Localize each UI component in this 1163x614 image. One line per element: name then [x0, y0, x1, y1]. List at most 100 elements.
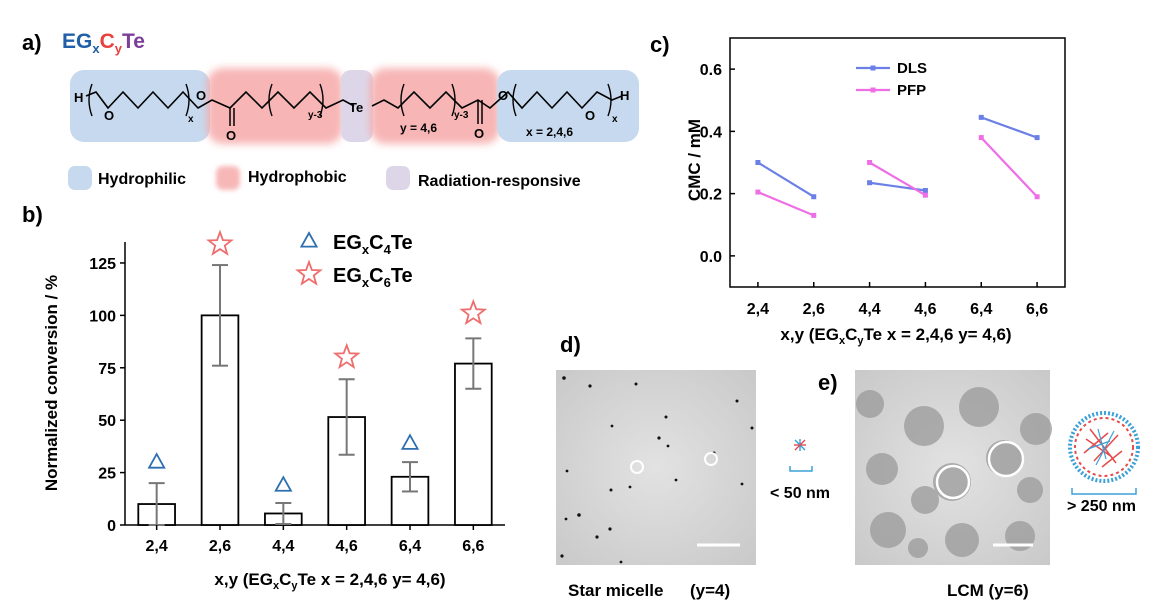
svg-text:y-3: y-3: [308, 110, 323, 121]
b-x-tick-label: 4,6: [336, 538, 358, 555]
data-point: [811, 212, 817, 218]
panel-d-label: d): [560, 332, 581, 357]
c-x-tick-label: 2,6: [803, 301, 825, 318]
data-point: [755, 160, 761, 165]
b-x-tick-label: 4,4: [272, 538, 294, 555]
star-marker: [459, 298, 488, 326]
size-label-large: > 250 nm: [1067, 498, 1136, 515]
highlight-circle: [630, 460, 644, 474]
b-y-tick-label: 0: [107, 518, 116, 535]
b-x-tick-label: 6,4: [399, 538, 421, 555]
data-point: [922, 188, 928, 194]
svg-text:O: O: [226, 128, 236, 143]
c-x-tick-label: 4,4: [858, 301, 880, 318]
title-c: C: [100, 30, 115, 53]
b-x-tick-label: 6,6: [462, 538, 484, 555]
b-y-tick-label: 125: [89, 256, 116, 273]
data-point: [867, 180, 873, 186]
series-line-pfp: [757, 191, 815, 217]
series-line-pfp: [869, 161, 926, 197]
c-plot-frame: [729, 37, 1066, 288]
b-y-tick-label: 75: [98, 361, 116, 378]
b-y-tick-label: 50: [98, 413, 116, 430]
svg-text:x: x: [612, 114, 618, 125]
c-y-tick-label: 0.2: [700, 187, 722, 204]
panel-a-label: a): [22, 30, 42, 55]
size-bracket: [1071, 488, 1137, 495]
svg-text:H: H: [74, 90, 83, 105]
svg-text:O: O: [196, 88, 206, 103]
legend-marker: [870, 87, 876, 93]
c-y-axis-label: CMC / mM: [685, 119, 704, 201]
svg-text:O: O: [474, 126, 484, 141]
panel-c: c) CMC / mM x,y (EGxCyTe x = 2,4,6 y= 4,…: [650, 32, 1066, 347]
series-line-dls: [980, 116, 1038, 139]
svg-text:y-3: y-3: [454, 110, 469, 121]
legend-hydrophobic-label: Hydrophobic: [248, 169, 347, 186]
data-point: [978, 114, 984, 120]
svg-text:O: O: [104, 108, 114, 123]
caption-lcm: LCM (y=6): [947, 581, 1029, 600]
svg-text:H: H: [620, 88, 629, 103]
panel-b: b) Normalized conversion / % x,y (EGxCyT…: [22, 202, 505, 592]
legend-hydrophobic-swatch: [216, 166, 240, 190]
legend-star-symbol: [295, 259, 323, 286]
legend-hydrophilic-label: Hydrophilic: [98, 171, 186, 188]
legend-label: PFP: [897, 82, 926, 99]
c-x-axis-label: x,y (EGxCyTe x = 2,4,6 y= 4,6): [780, 325, 1011, 347]
highlight-circle: [704, 452, 718, 466]
size-bracket: [789, 466, 813, 472]
svg-text:x = 2,4,6: x = 2,4,6: [526, 125, 573, 139]
triangle-marker: [274, 475, 293, 492]
region-hydrophilic-right: [497, 70, 639, 142]
data-point: [1034, 135, 1040, 141]
c-y-tick-label: 0.4: [700, 124, 722, 141]
title-c-sub: y: [115, 41, 123, 56]
legend-radiation-swatch: [386, 166, 410, 190]
svg-text:x: x: [188, 114, 194, 125]
svg-text:O: O: [585, 108, 595, 123]
molecule-title: EGxCyTe: [62, 30, 145, 56]
structure-text: H O x O O y-3 Te y-3 y = 4,6 O O O x H x…: [74, 88, 629, 143]
legend-label: DLS: [897, 60, 927, 77]
b-x-tick-label: 2,4: [146, 538, 168, 555]
c-x-tick-label: 2,4: [747, 301, 769, 318]
highlight-circle: [987, 440, 1025, 478]
tem-image-star-micelle: [556, 370, 756, 565]
region-radiation: [341, 70, 373, 142]
svg-text:y = 4,6: y = 4,6: [400, 121, 437, 135]
triangle-marker: [400, 433, 420, 450]
tem-particles-d: [560, 376, 754, 564]
svg-text:O: O: [498, 88, 508, 103]
caption-y4: (y=4): [690, 581, 730, 600]
backbone-left: [85, 90, 355, 110]
star-marker: [332, 342, 361, 370]
backbone-right: [371, 90, 623, 110]
series-line-dls: [757, 161, 815, 198]
data-point: [755, 189, 761, 195]
b-y-axis-label: Normalized conversion / %: [42, 275, 61, 491]
b-y-tick-label: 100: [89, 308, 116, 325]
b-x-axis-label: x,y (EGxCyTe x = 2,4,6 y= 4,6): [214, 570, 445, 592]
svg-text:Te: Te: [349, 100, 363, 115]
legend-label: EGxC4Te: [333, 232, 413, 257]
data-point: [922, 192, 928, 198]
panel-a: a) EGxCyTe H O x O O y-3: [22, 30, 639, 190]
b-y-tick-label: 25: [98, 466, 116, 483]
c-y-tick-label: 0.6: [700, 62, 722, 79]
c-x-tick-label: 6,4: [970, 301, 992, 318]
title-te: Te: [122, 30, 145, 53]
panel-e: e) LCM (y=6) > 250 nm: [818, 370, 1140, 600]
data-point: [811, 194, 817, 200]
region-hydrophobic-left: [207, 68, 343, 144]
data-point: [978, 135, 984, 141]
legend-radiation-label: Radiation-responsive: [418, 173, 581, 190]
legend-hydrophilic-swatch: [68, 166, 92, 190]
panel-e-label: e): [818, 370, 838, 395]
title-eg: EG: [62, 30, 92, 53]
tem-aggregates-e: [856, 387, 1052, 558]
c-y-tick-label: 0.0: [700, 249, 722, 266]
star-micelle-schematic: [794, 439, 806, 451]
